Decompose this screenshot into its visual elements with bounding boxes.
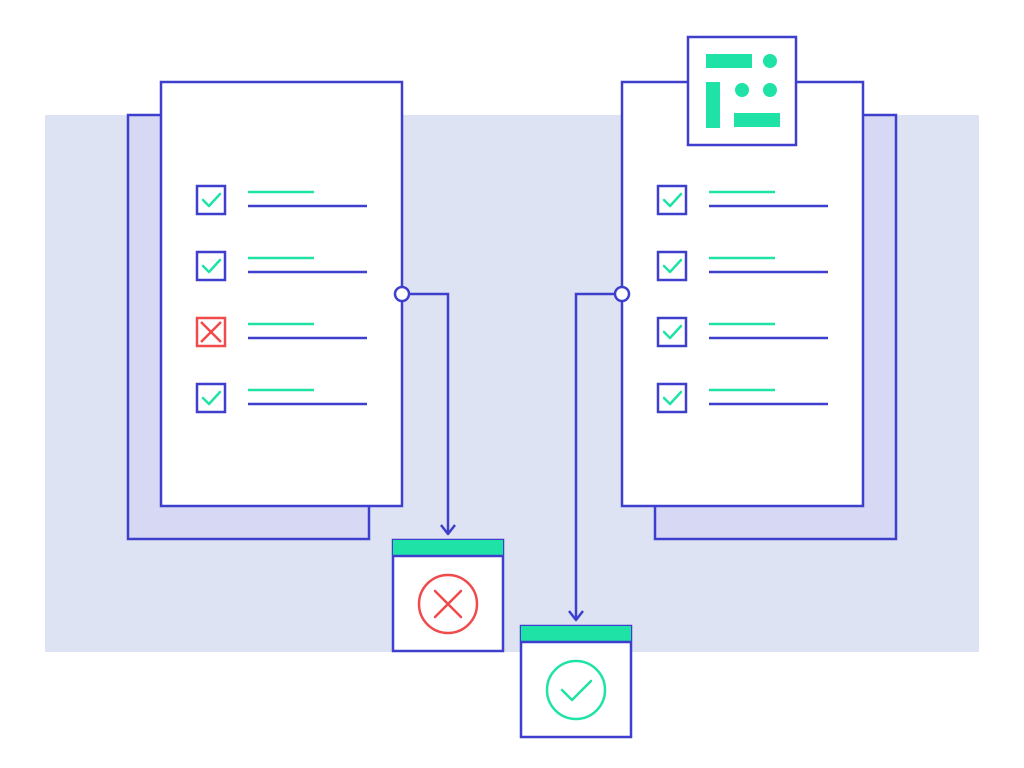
document-right xyxy=(620,35,898,541)
checklist-item xyxy=(656,382,828,414)
circle-check-icon xyxy=(545,659,607,721)
checkbox-check-icon xyxy=(656,250,688,282)
checkbox-check-icon xyxy=(656,316,688,348)
checklist-item xyxy=(656,250,828,282)
document-right-checklist xyxy=(656,184,828,414)
connector-node xyxy=(393,285,411,303)
checklist-item xyxy=(656,316,828,348)
checklist-item xyxy=(195,382,367,414)
circle-cross-icon xyxy=(417,573,479,635)
checkbox-check-icon xyxy=(656,184,688,216)
document-left-checklist xyxy=(195,184,367,414)
connector-right xyxy=(568,285,631,622)
connector-left xyxy=(393,285,456,536)
checklist-item xyxy=(656,184,828,216)
arrow-down-icon xyxy=(568,610,584,622)
result-card-rejected xyxy=(391,538,505,653)
checkbox-check-icon xyxy=(195,382,227,414)
document-right-page xyxy=(620,80,865,508)
checklist-item xyxy=(195,184,367,216)
checkbox-check-icon xyxy=(195,184,227,216)
connector-node xyxy=(613,285,631,303)
brand-logo-icon xyxy=(686,35,798,147)
checkbox-cross-icon xyxy=(195,316,227,348)
document-left xyxy=(126,80,404,541)
checkbox-check-icon xyxy=(656,382,688,414)
document-left-page xyxy=(159,80,404,508)
checklist-item xyxy=(195,316,367,348)
checklist-item xyxy=(195,250,367,282)
checkbox-check-icon xyxy=(195,250,227,282)
result-card-approved xyxy=(519,624,633,739)
arrow-down-icon xyxy=(440,524,456,536)
